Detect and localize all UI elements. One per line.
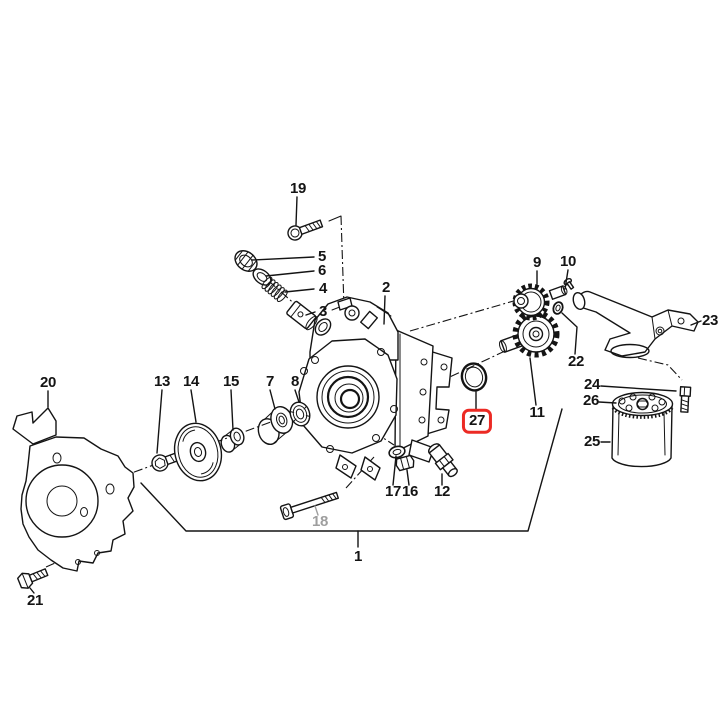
part-bearing-sleeve-7 xyxy=(253,404,298,447)
callout-24[interactable]: 24 xyxy=(583,375,601,393)
leader-lines xyxy=(30,197,701,593)
part-bushing-15 xyxy=(218,426,247,453)
callout-1[interactable]: 1 xyxy=(353,547,363,565)
callout-7[interactable]: 7 xyxy=(265,372,275,390)
callout-22[interactable]: 22 xyxy=(567,352,585,370)
callout-21[interactable]: 21 xyxy=(26,591,44,609)
callout-2[interactable]: 2 xyxy=(381,278,391,296)
callout-13[interactable]: 13 xyxy=(153,372,171,390)
callout-3[interactable]: 3 xyxy=(318,302,328,320)
callout-8[interactable]: 8 xyxy=(290,372,300,390)
callout-15[interactable]: 15 xyxy=(222,372,240,390)
callout-18[interactable]: 18 xyxy=(311,512,329,530)
callout-9[interactable]: 9 xyxy=(532,253,542,271)
callout-25[interactable]: 25 xyxy=(583,432,601,450)
callout-11[interactable]: 11 xyxy=(529,403,545,421)
part-bolt-18 xyxy=(280,489,339,520)
part-oil-filter xyxy=(612,393,673,467)
part-gear-11 xyxy=(516,314,557,355)
part-plug-16 xyxy=(395,455,415,471)
part-screw-19 xyxy=(286,217,324,242)
callout-23[interactable]: 23 xyxy=(701,311,719,329)
callout-5[interactable]: 5 xyxy=(317,247,327,265)
part-pump-housing xyxy=(299,297,434,480)
callout-10[interactable]: 10 xyxy=(559,252,577,270)
part-o-ring-27 xyxy=(459,361,489,393)
part-front-cover xyxy=(13,408,134,571)
callout-12[interactable]: 12 xyxy=(433,482,451,500)
part-gear-stub-shaft xyxy=(549,285,568,299)
assembly-bracket xyxy=(141,409,562,547)
callout-16[interactable]: 16 xyxy=(401,482,419,500)
part-fastener-10 xyxy=(563,277,576,290)
part-piston-3 xyxy=(286,301,319,332)
part-ball-bearing-8 xyxy=(287,400,312,429)
part-spring-4 xyxy=(260,276,289,303)
callout-20[interactable]: 20 xyxy=(39,373,57,391)
part-seal-ring-22 xyxy=(552,301,565,315)
part-gear-9 xyxy=(514,286,547,318)
part-valve-12 xyxy=(426,441,461,480)
callout-27[interactable]: 27 xyxy=(461,408,493,434)
part-suction-arm xyxy=(571,291,698,357)
callout-26[interactable]: 26 xyxy=(582,391,600,409)
callout-19[interactable]: 19 xyxy=(289,179,307,197)
part-rotor-disc xyxy=(169,418,228,485)
part-cap-nut-5 xyxy=(231,247,261,276)
part-washer-17 xyxy=(388,445,406,460)
callout-17[interactable]: 17 xyxy=(384,482,402,500)
part-bolt-24 xyxy=(679,387,690,412)
callout-4[interactable]: 4 xyxy=(318,279,328,297)
part-bolt-21 xyxy=(17,565,50,591)
callout-14[interactable]: 14 xyxy=(182,372,200,390)
callout-6[interactable]: 6 xyxy=(317,261,327,279)
